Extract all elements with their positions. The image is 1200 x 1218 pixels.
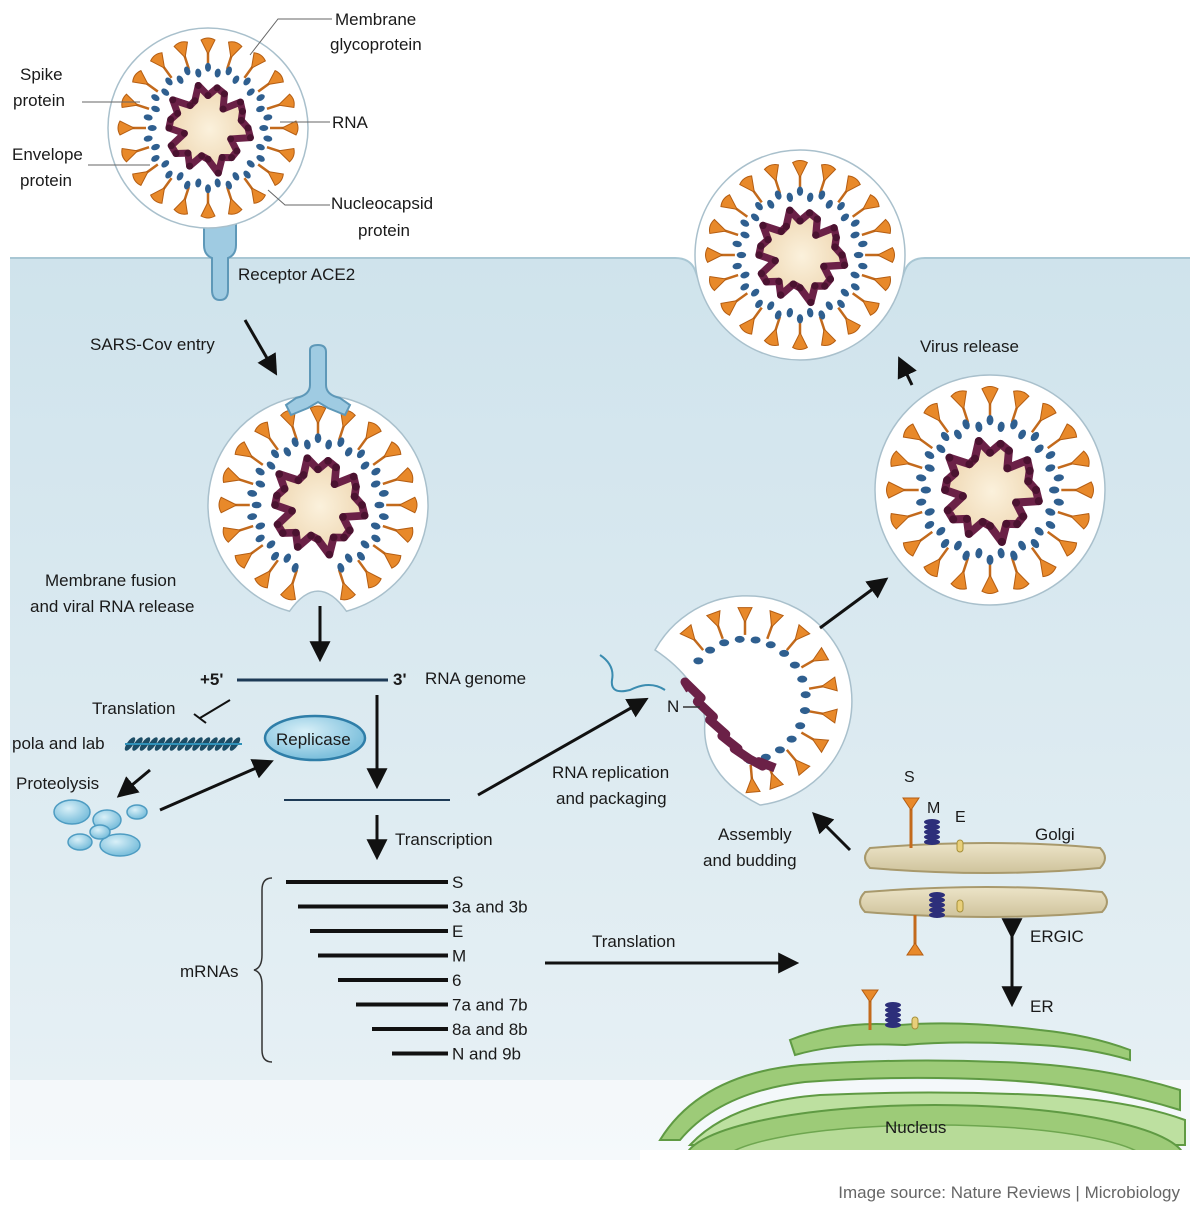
envelope-protein-label: protein <box>20 171 72 190</box>
mrna-label: S <box>452 873 463 892</box>
proteolysis-fragments <box>53 799 148 857</box>
image-source: Image source: Nature Reviews | Microbiol… <box>838 1183 1180 1202</box>
translation-label: Translation <box>92 699 175 718</box>
proteolysis-arrow <box>116 768 151 798</box>
virus-particle-budding <box>599 595 853 806</box>
s-protein-label: S <box>904 769 915 786</box>
replicase-enzyme <box>263 714 367 762</box>
proteolysis-label: Proteolysis <box>16 774 99 793</box>
nucleus-label: Nucleus <box>885 1118 946 1137</box>
membrane-label: Membrane <box>335 10 416 29</box>
replicase-arrow <box>159 759 274 812</box>
rna-replication-label-1: RNA replication <box>552 763 669 782</box>
mrna-label: 8a and 8b <box>452 1020 528 1039</box>
pola-lab-label: pola and lab <box>12 734 105 753</box>
rna-label: RNA <box>332 113 369 132</box>
mrna-label: N and 9b <box>452 1045 521 1064</box>
n-protein-label: N <box>667 697 679 716</box>
assembly-arrow <box>812 812 852 852</box>
mrnas-label: mRNAs <box>180 962 239 981</box>
organelle-proteins <box>861 797 964 1030</box>
e-protein-label: E <box>955 809 966 826</box>
virus-particle-released <box>694 149 906 361</box>
mrna-label: E <box>452 922 463 941</box>
maturation-arrow <box>819 577 889 630</box>
envelope-label: Envelope <box>12 145 83 164</box>
polyprotein-helix <box>124 737 242 751</box>
mrna-label: 7a and 7b <box>452 996 528 1015</box>
rna-genome-label: RNA genome <box>425 669 526 688</box>
transcription-label: Transcription <box>395 830 493 849</box>
receptor-label: Receptor ACE2 <box>238 265 355 284</box>
nucleus <box>640 1104 1200 1218</box>
fusion-label-1: Membrane fusion <box>45 571 176 590</box>
nucleocapsid-label: Nucleocapsid <box>331 194 433 213</box>
nucleocapsid-protein-label: protein <box>358 221 410 240</box>
mrna-label: 6 <box>452 971 461 990</box>
virus-particle-fusing <box>207 394 429 613</box>
virus-release-label: Virus release <box>920 337 1019 356</box>
process-arrows <box>116 319 1023 1008</box>
ace2-receptor-entry <box>284 343 352 417</box>
text-labels: Membrane glycoprotein Spike protein RNA … <box>12 10 1180 1202</box>
er-label: ER <box>1030 997 1054 1016</box>
mrna-bars: S 3a and 3b EM 6 7a and 7b 8a and 8b N and 9b <box>286 873 528 1064</box>
replicase-label: Replicase <box>276 730 351 749</box>
golgi-label: Golgi <box>1035 825 1075 844</box>
ace2-receptor <box>203 215 237 302</box>
assembly-label-1: Assembly <box>718 825 792 844</box>
m-protein-label: M <box>927 800 940 817</box>
ergic-label: ERGIC <box>1030 927 1084 946</box>
virus-particle-outside <box>107 27 309 229</box>
translation-label-2: Translation <box>592 932 675 951</box>
virus-particle-mature <box>874 374 1106 606</box>
translation-inhibit-line <box>199 699 231 719</box>
five-prime-label: +5' <box>200 670 223 689</box>
glycoprotein-label: glycoprotein <box>330 35 422 54</box>
release-arrow <box>897 356 917 386</box>
spike-protein-label: protein <box>13 91 65 110</box>
fusion-label-2: and viral RNA release <box>30 597 194 616</box>
entry-arrow <box>243 319 278 376</box>
assembly-label-2: and budding <box>703 851 797 870</box>
three-prime-label: 3' <box>393 670 407 689</box>
entry-label: SARS-Cov entry <box>90 335 215 354</box>
mrna-label: 3a and 3b <box>452 898 528 917</box>
mrna-label: M <box>452 947 466 966</box>
golgi-apparatus <box>859 842 1108 918</box>
callout-lines <box>82 18 332 206</box>
spike-label: Spike <box>20 65 63 84</box>
packaging-arrow <box>477 697 649 797</box>
rna-replication-label-2: and packaging <box>556 789 667 808</box>
mrna-brace <box>253 877 273 1063</box>
